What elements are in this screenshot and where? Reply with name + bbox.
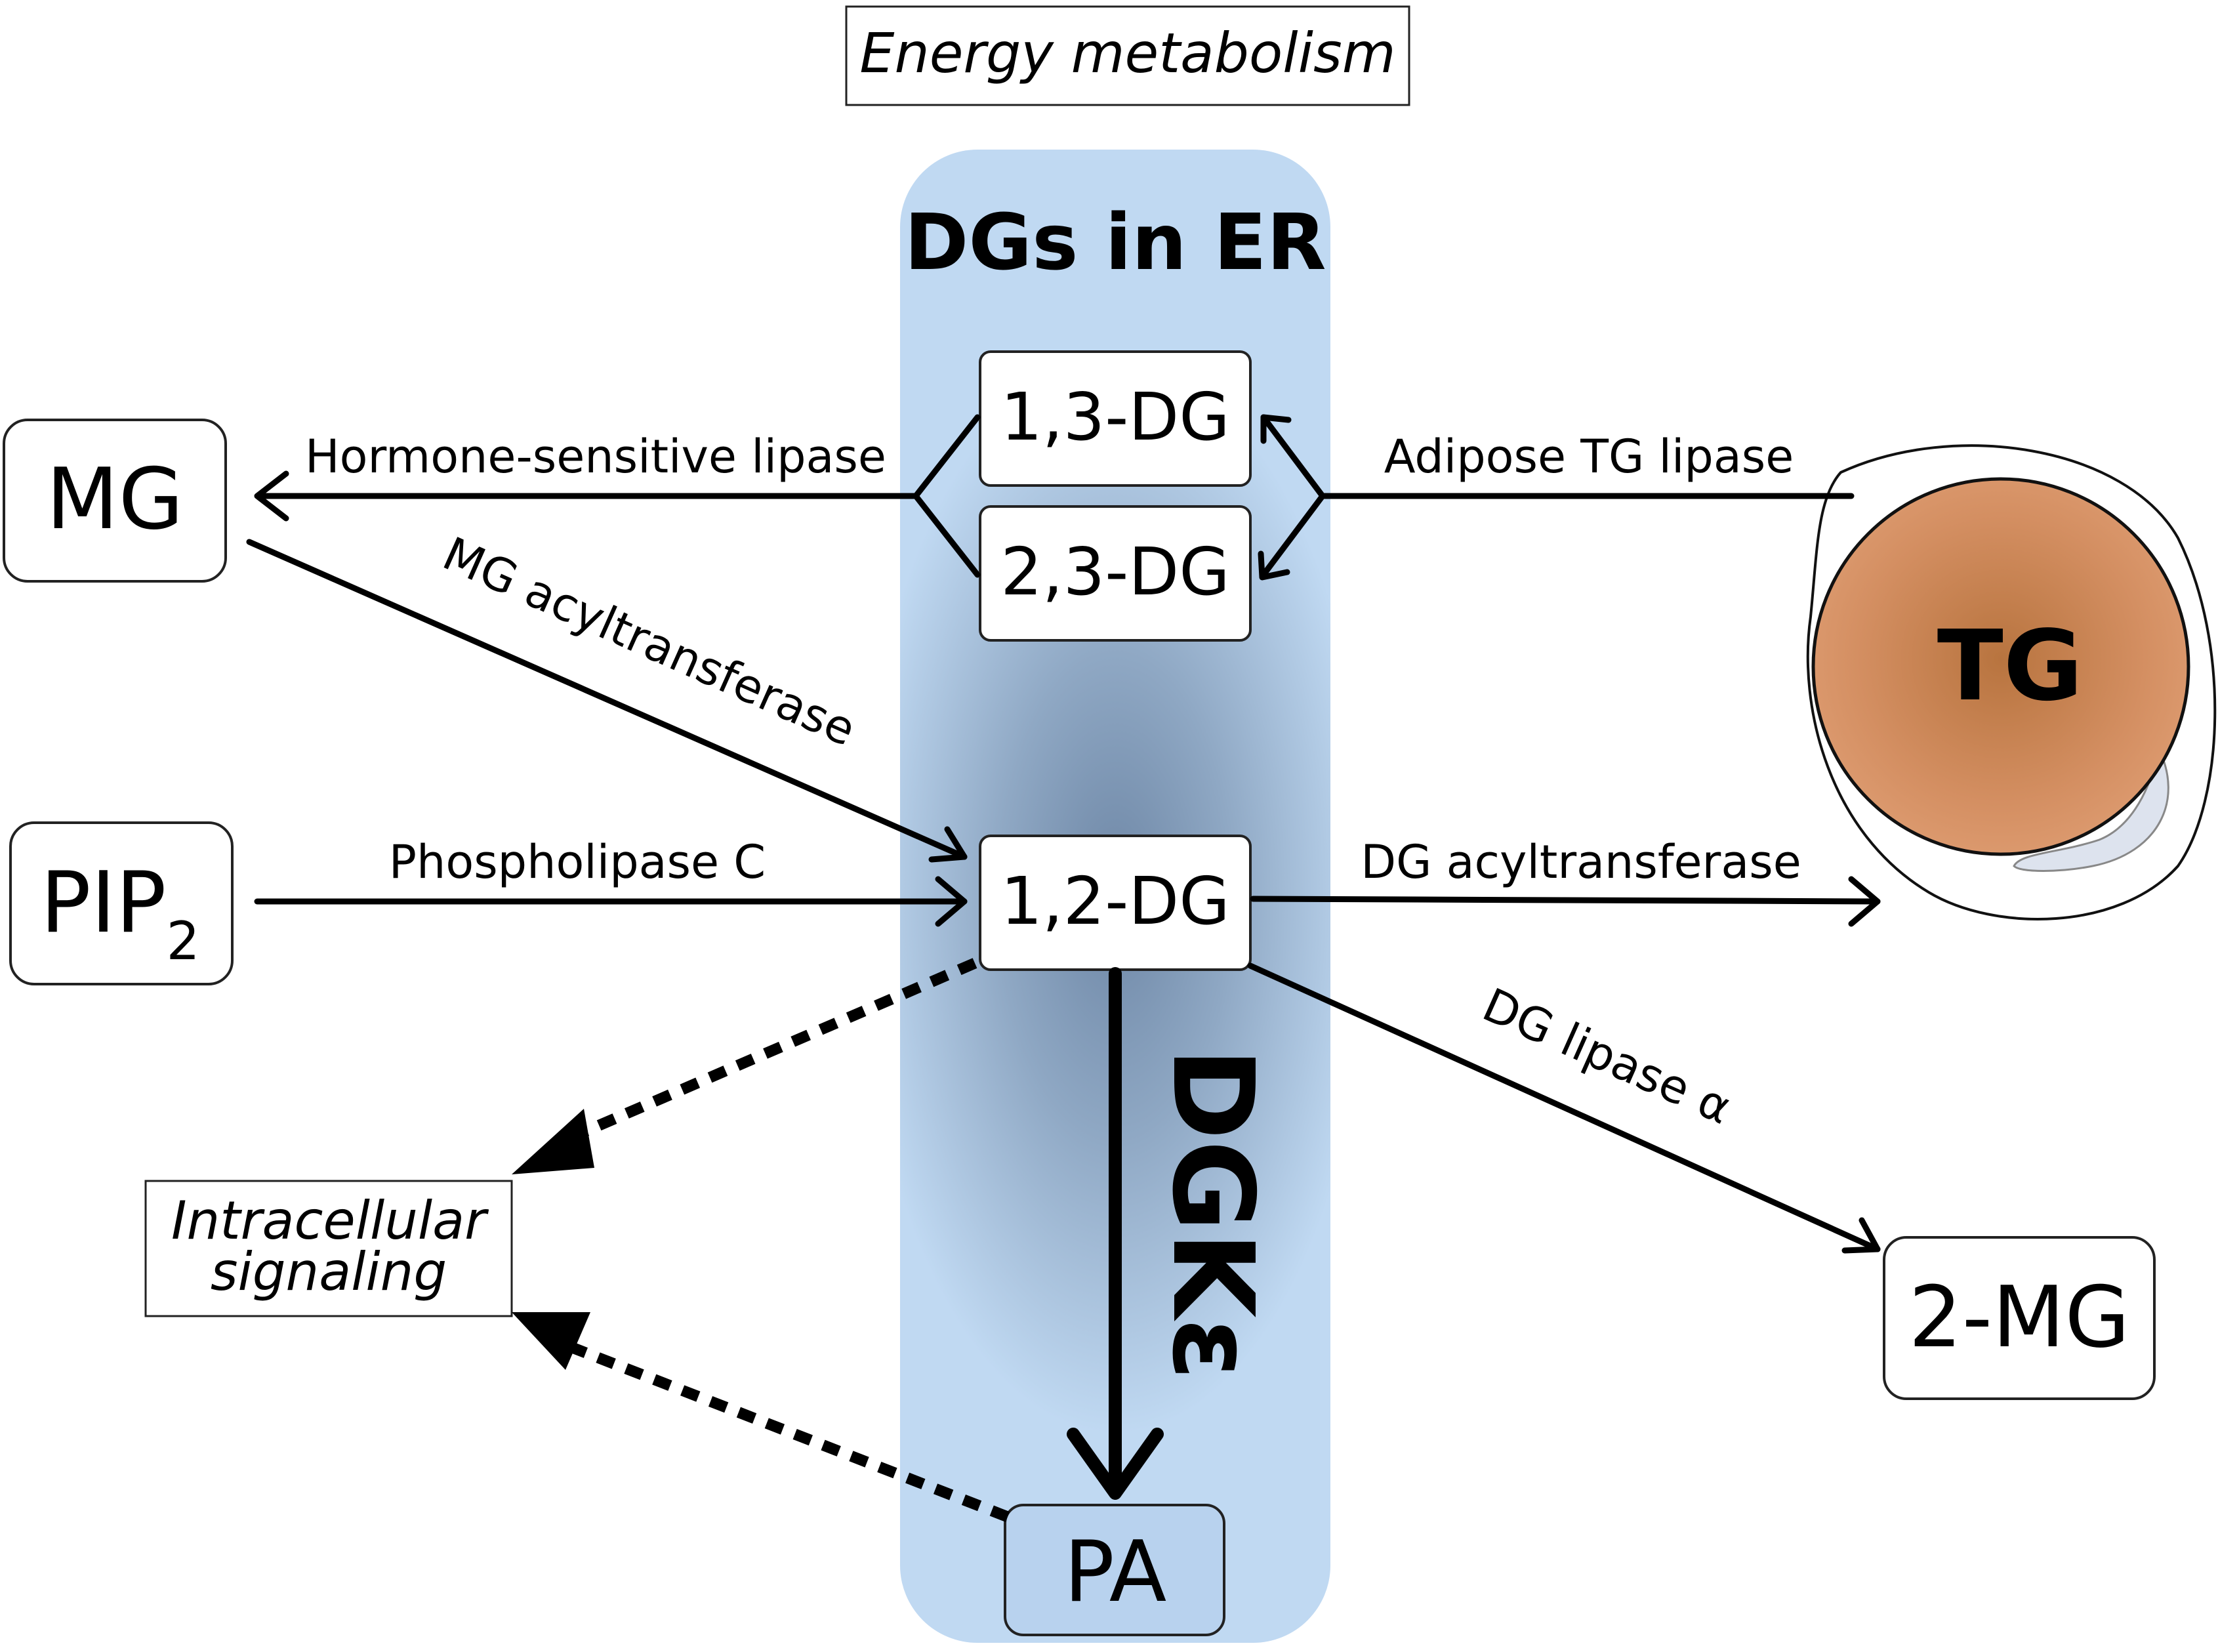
node-12dg: 1,2-DG (979, 835, 1252, 971)
tg-lipid-droplet: TG (1806, 444, 2217, 920)
enzyme-hsl: Hormone-sensitive lipase (305, 430, 886, 484)
enzyme-dgla: DG lipase α (1475, 978, 1739, 1134)
node-pip2-base: PIP (40, 854, 166, 952)
enzyme-dgke: DGKε (1147, 1047, 1277, 1380)
enzyme-mgat: MG acyltransferase (435, 527, 863, 757)
arrow-dgat (1250, 876, 1881, 927)
node-23dg: 2,3-DG (979, 505, 1252, 642)
enzyme-plc: Phospholipase C (389, 835, 766, 889)
node-pip2-label: PIP2 (40, 854, 199, 972)
node-mg-label: MG (46, 451, 184, 548)
node-pa-label: PA (1064, 1523, 1167, 1621)
er-label: DGs in ER (904, 197, 1326, 287)
node-mg: MG (3, 419, 227, 583)
intracellular-line1: Intracellular (171, 1190, 489, 1251)
tg-label: TG (1937, 609, 2083, 722)
node-13dg: 1,3-DG (979, 350, 1252, 487)
arrow-atgl (1258, 414, 1855, 581)
node-pa: PA (1004, 1504, 1225, 1636)
arrow-hsl (254, 414, 981, 578)
node-2mg: 2-MG (1883, 1236, 2156, 1400)
node-13dg-label: 1,3-DG (1000, 379, 1230, 455)
arrow-plc (254, 876, 968, 927)
enzyme-dgat: DG acyltransferase (1361, 835, 1801, 889)
enzyme-atgl: Adipose TG lipase (1384, 430, 1794, 484)
title-box: Energy metabolism (845, 5, 1410, 106)
arrow-mgat (246, 539, 968, 863)
dotted-arrow-dg-signaling (512, 958, 977, 1174)
arrow-dgke (1067, 967, 1164, 1500)
node-pip2: PIP2 (9, 821, 234, 985)
intracellular-line2: signaling (211, 1241, 447, 1302)
node-intracellular-signaling: Intracellular signaling (144, 1180, 513, 1317)
dotted-arrow-pa-signaling (512, 1312, 1010, 1522)
node-pip2-subscript: 2 (167, 911, 200, 972)
node-23dg-label: 2,3-DG (1000, 533, 1230, 610)
title-text: Energy metabolism (859, 21, 1395, 85)
arrow-dgla (1247, 962, 1881, 1254)
node-2mg-label: 2-MG (1908, 1269, 2129, 1367)
node-12dg-label: 1,2-DG (1000, 863, 1230, 940)
